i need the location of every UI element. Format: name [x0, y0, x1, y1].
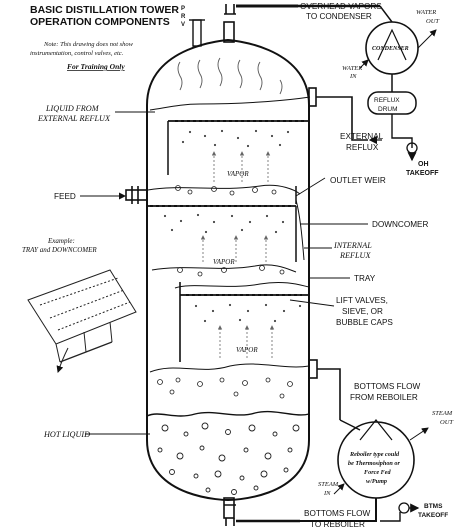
tray-2-drops [163, 213, 285, 234]
tray-3-drops [194, 303, 302, 323]
vapor-label-1: VAPOR [227, 170, 249, 178]
overhead-vapors-label-1: OVERHEAD VAPORS [300, 2, 382, 11]
steam-out-label-1: STEAM [432, 410, 453, 417]
internal-reflux-label-1: INTERNAL [333, 241, 372, 250]
bottom-nozzle [223, 497, 300, 526]
oh-takeoff-label-2: TAKEOFF [406, 170, 439, 177]
downcomer-label: DOWNCOMER [372, 220, 428, 229]
tray-label: TRAY [354, 274, 376, 283]
liquid-from-label-1: LIQUID FROM [45, 104, 100, 113]
tray-1-drops [181, 129, 290, 148]
note-line-2: instrumentation, control valves, etc. [30, 50, 124, 57]
hot-liquid-surface [146, 410, 310, 417]
bottoms-to-reboiler-label-2: TO REBOILER [310, 520, 365, 529]
tray-2-bubbles [177, 265, 285, 277]
example-label-2: TRAY and DOWNCOMER [22, 246, 97, 254]
condenser-label: CONDENSER [372, 46, 409, 52]
water-in-label-1: WATER [342, 65, 362, 72]
overhead-vapors-label-2: TO CONDENSER [306, 12, 372, 21]
external-reflux-label-1: EXTERNAL [340, 132, 384, 141]
note-training-only: For Training Only [67, 62, 125, 71]
vapor-wisps [177, 57, 283, 95]
reflux-liquid-surface [149, 96, 311, 111]
feed-label: FEED [54, 192, 76, 201]
prv-letter-v: V [181, 22, 185, 28]
reboiler-label-2: be Thermosiphon or [348, 460, 401, 467]
tower-shell [146, 38, 310, 502]
water-out-label-2: OUT [426, 18, 439, 25]
prv-nozzle [189, 19, 205, 47]
bottoms-flow-label-1: BOTTOMS FLOW [354, 382, 421, 391]
vapor-label-3: VAPOR [236, 346, 258, 354]
steam-in-label-1: STEAM [318, 481, 339, 488]
steam-in-label-2: IN [323, 490, 331, 497]
liquid-from-label-2: EXTERNAL REFLUX [37, 114, 111, 123]
prv-letter-r: R [181, 14, 186, 20]
overhead-nozzle [223, 4, 298, 43]
reboiler-label-1: Reboiler type could [349, 451, 400, 458]
leader-lines [85, 111, 368, 435]
btms-takeoff-label-2: TAKEOFF [418, 512, 448, 519]
hot-liquid-label: HOT LIQUID [43, 430, 90, 439]
water-out-label-1: WATER [416, 9, 436, 16]
reboiler-label-3: Force Fed [364, 469, 392, 476]
reboiler-steam [333, 427, 429, 495]
vapor-arrows-1 [211, 151, 271, 182]
tray-1 [147, 120, 309, 204]
tray-3 [149, 282, 310, 373]
lift-valves-label-1: LIFT VALVES, [336, 296, 388, 305]
water-in-label-2: IN [349, 73, 357, 80]
lift-valves-label-2: SIEVE, OR [342, 307, 383, 316]
reboiler-label-4: w/Pump [366, 478, 387, 485]
tray-1-bubbles [175, 185, 277, 196]
oh-takeoff-label-1: OH [418, 161, 429, 168]
condenser-water [359, 29, 437, 69]
example-tray-sketch [27, 269, 137, 373]
title-line-1: BASIC DISTILLATION TOWER [30, 4, 179, 16]
prv-letter-p: P [181, 6, 185, 12]
example-label-1: Example: [47, 237, 75, 245]
steam-out-label-2: OUT [440, 419, 453, 426]
outlet-weir-label: OUTLET WEIR [330, 176, 386, 185]
note-line-1: Note: This drawing does not show [43, 41, 134, 48]
btms-pump-icon [398, 502, 410, 514]
reflux-drum-label-2: DRUM [378, 106, 398, 113]
hot-liquid-bubbles [157, 422, 300, 495]
vapor-arrows-3 [217, 325, 275, 358]
vapor-label-2: VAPOR [213, 258, 235, 266]
tray-3-bubbles [157, 377, 293, 399]
internal-reflux-label-2: REFLUX [339, 251, 371, 260]
reflux-outlet [391, 114, 413, 148]
external-reflux-label-2: REFLUX [346, 143, 379, 152]
bottoms-flow-label-2: FROM REBOILER [350, 393, 418, 402]
reflux-drum-label-1: REFLUX [374, 97, 400, 104]
reboiler [337, 419, 415, 499]
reboiler-return-nozzle [308, 359, 341, 420]
lift-valves-label-3: BUBBLE CAPS [336, 318, 393, 327]
vapor-arrows-2 [200, 235, 269, 262]
title-line-2: OPERATION COMPONENTS [30, 16, 170, 28]
btms-takeoff-label-1: BTMS [424, 503, 443, 510]
tray-2 [147, 199, 305, 273]
feed-nozzle [125, 186, 148, 204]
bottoms-to-reboiler-label-1: BOTTOMS FLOW [304, 509, 371, 518]
